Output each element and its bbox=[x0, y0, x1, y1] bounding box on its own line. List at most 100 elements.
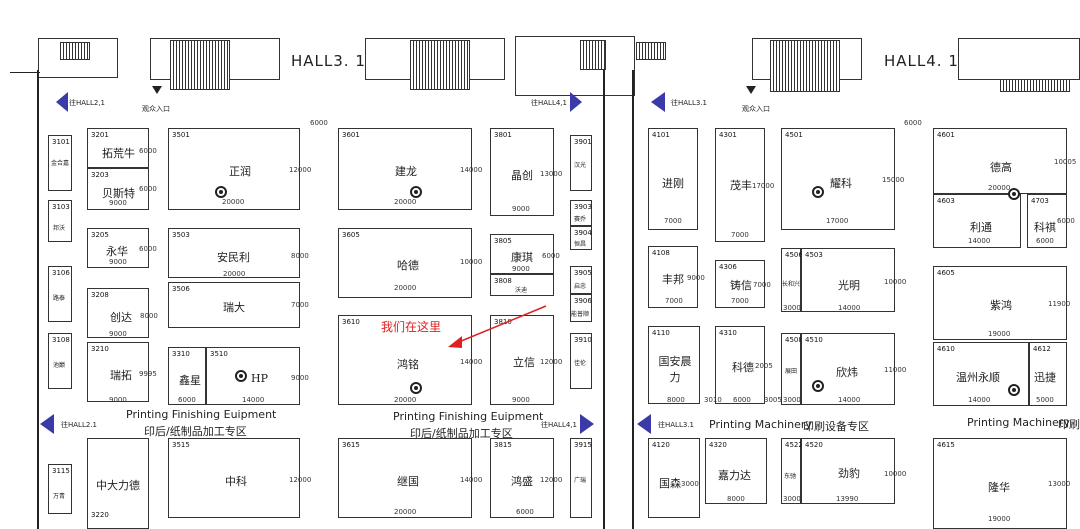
dimension-label: 5000 bbox=[1036, 396, 1054, 404]
dimension-label: 19000 bbox=[988, 330, 1011, 338]
dimension-label: 14000 bbox=[460, 358, 483, 366]
wall-line bbox=[603, 70, 605, 529]
direction-label: 往HALL4,1 bbox=[541, 421, 577, 429]
dimension-label: 8000 bbox=[727, 495, 745, 503]
arrow-left-icon bbox=[637, 414, 651, 434]
stairs bbox=[580, 40, 606, 70]
dimension-label: 10000 bbox=[884, 278, 907, 286]
dimension-label: 6000 bbox=[1036, 237, 1054, 245]
zone-label-en: Printing Finishing Euipment bbox=[126, 408, 277, 421]
zone-label-en: Printing Finishing Euipment bbox=[393, 410, 544, 423]
hall-3-1-title: HALL3. 1 bbox=[291, 52, 366, 70]
dimension-label: 7000 bbox=[731, 297, 749, 305]
dimension-label: 6000 bbox=[733, 396, 751, 404]
dimension-label: 20000 bbox=[394, 284, 417, 292]
dimension-label: 14000 bbox=[838, 304, 861, 312]
dimension-label: 14000 bbox=[968, 396, 991, 404]
direction-label: 往HALL3.1 bbox=[658, 421, 694, 429]
pillar bbox=[1008, 384, 1020, 396]
pillar bbox=[410, 382, 422, 394]
dimension-label: 20000 bbox=[222, 198, 245, 206]
dimension-label: 20000 bbox=[394, 198, 417, 206]
dimension-label: 6000 bbox=[139, 185, 157, 193]
dimension-label: 6000 bbox=[139, 245, 157, 253]
dimension-label: 9000 bbox=[687, 274, 705, 282]
dimension-label: 9000 bbox=[512, 205, 530, 213]
dimension-label: 6000 bbox=[310, 119, 328, 127]
dimension-label: 20000 bbox=[988, 184, 1011, 192]
dimension-label: 6000 bbox=[542, 252, 560, 260]
arrow-right-icon bbox=[570, 92, 582, 112]
stairs bbox=[636, 42, 666, 60]
dimension-label: 6000 bbox=[516, 508, 534, 516]
dimension-label: 9000 bbox=[512, 265, 530, 273]
zone-label-cn: 印后/纸制品加工专区 bbox=[410, 427, 513, 440]
dimension-label: 9000 bbox=[512, 396, 530, 404]
arrow-left-icon bbox=[56, 92, 68, 112]
dimension-label: 7000 bbox=[291, 301, 309, 309]
dimension-label: 12000 bbox=[540, 358, 563, 366]
arrow-left-icon bbox=[651, 92, 665, 112]
hall-4-1-title: HALL4. 1 bbox=[884, 52, 959, 70]
zone-label-en: Printing Machinery bbox=[709, 418, 812, 431]
dimension-label: 3005 bbox=[764, 396, 782, 404]
direction-label: 往HALL4,1 bbox=[531, 99, 567, 107]
wall-line bbox=[10, 72, 40, 73]
dimension-label: 2005 bbox=[755, 362, 773, 370]
